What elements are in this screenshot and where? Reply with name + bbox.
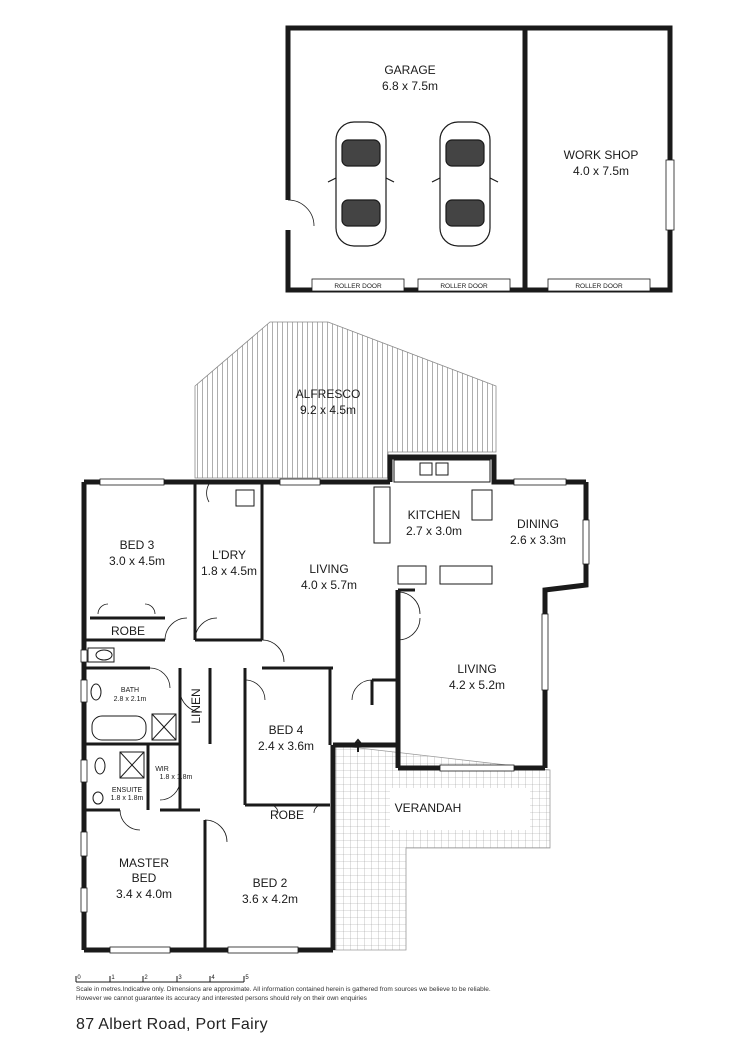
bed3-label: BED 3 xyxy=(120,538,155,552)
disclaimer-text: Scale in metres.Indicative only. Dimensi… xyxy=(76,986,491,1002)
garage-size: 6.8 x 7.5m xyxy=(382,79,438,93)
interior-walls xyxy=(84,482,415,950)
dining-label: DINING xyxy=(517,517,559,531)
bed4-label: BED 4 xyxy=(269,723,304,737)
wir-size: 1.8 x 1.8m xyxy=(160,774,193,781)
door-swings xyxy=(97,483,421,843)
alfresco-size: 9.2 x 4.5m xyxy=(300,403,356,417)
roller-door-label-1: ROLLER DOOR xyxy=(334,283,382,290)
entry-arrow-icon xyxy=(352,738,364,752)
master-size: 3.4 x 4.0m xyxy=(116,887,172,901)
dining-size: 2.6 x 3.3m xyxy=(510,533,566,547)
alfresco-label: ALFRESCO xyxy=(296,387,361,401)
garage-building xyxy=(284,25,675,293)
scale-bar xyxy=(75,976,245,983)
workshop-size: 4.0 x 7.5m xyxy=(573,164,629,178)
car-icon xyxy=(327,121,395,247)
scale-tick-2: 2 xyxy=(144,975,148,981)
windows xyxy=(80,478,590,954)
bed3-size: 3.0 x 4.5m xyxy=(109,554,165,568)
bath-size: 2.8 x 2.1m xyxy=(114,696,147,703)
living-size: 4.0 x 5.7m xyxy=(301,578,357,592)
car-icon xyxy=(431,121,499,247)
house-walls xyxy=(81,454,589,953)
bed2-label: BED 2 xyxy=(253,876,288,890)
robe-bed2-label: ROBE xyxy=(270,808,304,822)
laundry-label: L'DRY xyxy=(212,548,246,562)
bath-fixtures xyxy=(87,489,255,805)
linen-label: LINEN xyxy=(189,688,203,723)
kitchen-size: 2.7 x 3.0m xyxy=(406,524,462,538)
ensuite-label: ENSUITE xyxy=(112,787,143,794)
scale-tick-3: 3 xyxy=(178,975,182,981)
living2-label: LIVING xyxy=(457,662,496,676)
living2-size: 4.2 x 5.2m xyxy=(449,678,505,692)
scale-tick-5: 5 xyxy=(245,975,249,981)
robe-bed3-label: ROBE xyxy=(111,624,145,638)
alfresco-deck xyxy=(194,321,497,479)
roller-door-label-3: ROLLER DOOR xyxy=(575,283,623,290)
scale-tick-0: 0 xyxy=(77,975,81,981)
verandah-label: VERANDAH xyxy=(395,801,462,815)
scale-tick-4: 4 xyxy=(211,975,215,981)
workshop-label: WORK SHOP xyxy=(564,148,639,162)
property-address: 87 Albert Road, Port Fairy xyxy=(76,1016,268,1033)
ensuite-size: 1.8 x 1.8m xyxy=(111,795,144,802)
bed4-size: 2.4 x 3.6m xyxy=(258,739,314,753)
kitchen-bench xyxy=(373,459,493,585)
roller-door-label-2: ROLLER DOOR xyxy=(440,283,488,290)
scale-tick-1: 1 xyxy=(111,975,115,981)
kitchen-label: KITCHEN xyxy=(408,508,461,522)
living-label: LIVING xyxy=(309,562,348,576)
master-label-line2: BED xyxy=(132,871,157,885)
verandah-deck xyxy=(332,744,551,951)
garage-label: GARAGE xyxy=(384,63,435,77)
laundry-size: 1.8 x 4.5m xyxy=(201,564,257,578)
wir-label: WIR xyxy=(155,766,169,773)
bath-label: BATH xyxy=(121,687,139,694)
bed2-size: 3.6 x 4.2m xyxy=(242,892,298,906)
master-label-line1: MASTER xyxy=(119,856,169,870)
